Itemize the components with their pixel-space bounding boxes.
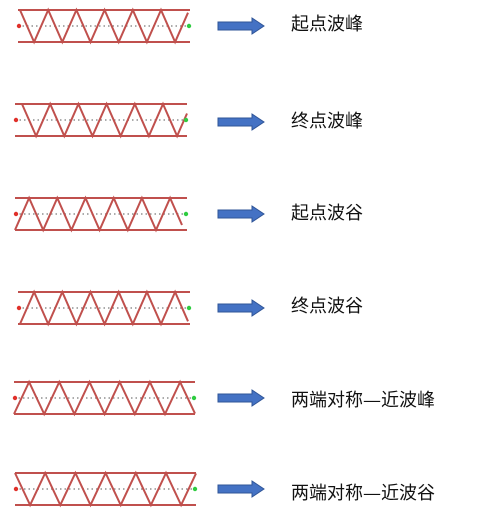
wave-row-5 [12,379,265,417]
right-arrow-icon [217,113,265,131]
wave-line [19,289,189,327]
end-point [186,305,192,311]
wave-line [13,379,196,417]
right-arrow-icon [217,17,265,35]
start-point [13,211,19,217]
row-label-symmetric-near-trough: 两端对称—近波谷 [291,483,435,504]
start-point [13,486,19,492]
wave-line [21,101,188,139]
start-point [16,23,22,29]
wave-row-6 [13,470,265,508]
row-label-start-trough: 起点波谷 [291,203,363,224]
start-point [12,395,18,401]
end-point [192,486,198,492]
end-point [183,117,189,123]
row-label-end-peak: 终点波峰 [291,111,363,132]
wave-line [19,7,189,45]
start-point [16,305,22,311]
wave-row-3 [13,195,265,233]
end-point [186,23,192,29]
row-label-end-trough: 终点波谷 [291,296,363,317]
right-arrow-icon [217,299,265,317]
right-arrow-icon [217,205,265,223]
wave-line [14,195,183,233]
start-point [13,117,19,123]
wave-row-1 [16,7,265,45]
row-label-symmetric-near-peak: 两端对称—近波峰 [291,390,435,411]
wave-line [14,470,197,508]
end-point [191,395,197,401]
row-label-start-peak: 起点波峰 [291,14,363,35]
wave-row-2 [13,101,265,139]
right-arrow-icon [217,480,265,498]
wave-row-4 [16,289,265,327]
right-arrow-icon [217,389,265,407]
end-point [183,211,189,217]
